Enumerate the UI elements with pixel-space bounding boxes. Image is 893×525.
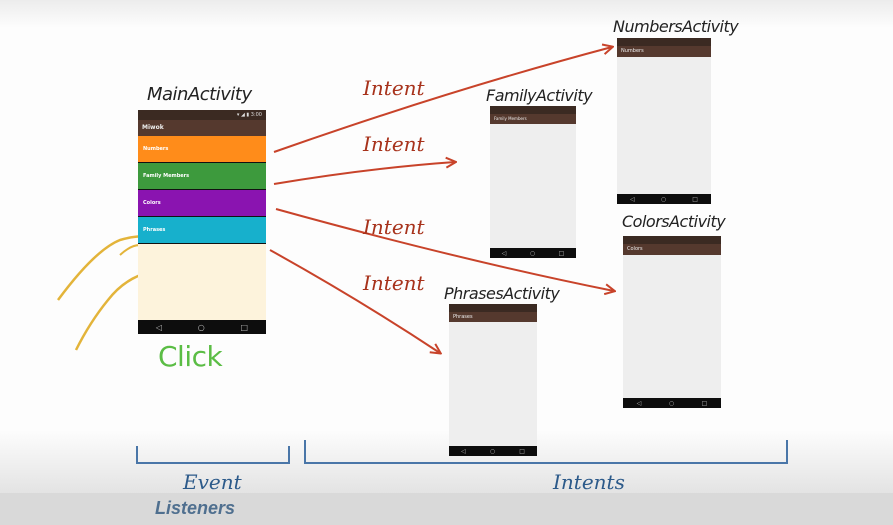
phrases-nav-bar: ◁ ○ □ (449, 446, 537, 456)
colors-phone: Colors ◁ ○ □ (623, 236, 721, 408)
back-icon[interactable]: ◁ (636, 399, 642, 407)
family-status-bar (490, 106, 576, 114)
list-item-colors[interactable]: Colors (138, 190, 266, 216)
intents-bracket (304, 440, 788, 464)
phrases-status-bar (449, 304, 537, 312)
colors-app-bar: Colors (623, 244, 721, 255)
family-app-bar: Family Members (490, 114, 576, 124)
recents-icon[interactable]: □ (519, 447, 525, 455)
intent-label-family: Intent (363, 132, 425, 156)
back-icon[interactable]: ◁ (461, 447, 466, 455)
family-nav-bar: ◁ ○ □ (490, 248, 576, 258)
intents-label: Intents (553, 470, 625, 494)
numbers-activity-title: NumbersActivity (613, 17, 739, 36)
main-activity-title: MainActivity (147, 84, 252, 105)
list-item-phrases[interactable]: Phrases (138, 217, 266, 243)
family-activity-title: FamilyActivity (486, 86, 593, 105)
phrases-phone: Phrases ◁ ○ □ (449, 304, 537, 456)
numbers-phone: Numbers ◁ ○ □ (617, 38, 711, 204)
home-icon[interactable]: ○ (197, 322, 205, 332)
colors-activity-title: ColorsActivity (622, 212, 726, 231)
arrow-to-colors (275, 208, 614, 291)
listeners-caption: Listeners (155, 498, 236, 518)
main-app-bar: Miwok (138, 120, 266, 136)
top-gradient (0, 0, 893, 28)
recents-icon[interactable]: □ (692, 195, 698, 203)
back-icon[interactable]: ◁ (630, 195, 635, 203)
intent-label-phrases: Intent (363, 271, 425, 295)
numbers-screen (617, 57, 711, 194)
phrases-screen (449, 322, 537, 446)
event-bracket (136, 446, 290, 464)
intent-label-colors: Intent (363, 215, 425, 239)
arrow-to-numbers (273, 47, 612, 153)
phrases-app-bar: Phrases (449, 312, 537, 322)
phrases-activity-title: PhrasesActivity (444, 284, 560, 303)
colors-status-bar (623, 236, 721, 244)
recents-icon[interactable]: □ (558, 249, 565, 257)
event-label: Event (183, 470, 242, 494)
colors-screen (623, 255, 721, 398)
main-nav-bar: ◁ ○ □ (138, 320, 266, 334)
recents-icon[interactable]: □ (240, 322, 249, 332)
main-phone: ▾ ◢ ▮ 3:00 Miwok Numbers Family Members … (138, 110, 266, 334)
home-icon[interactable]: ○ (668, 399, 675, 407)
arrow-to-family (273, 162, 455, 185)
numbers-app-bar: Numbers (617, 46, 711, 57)
click-label: Click (158, 340, 223, 373)
numbers-nav-bar: ◁ ○ □ (617, 194, 711, 204)
recents-icon[interactable]: □ (701, 399, 708, 407)
numbers-status-bar (617, 38, 711, 46)
home-icon[interactable]: ○ (660, 195, 667, 203)
family-phone: Family Members ◁ ○ □ (490, 106, 576, 258)
back-icon[interactable]: ◁ (501, 249, 507, 257)
home-icon[interactable]: ○ (489, 447, 496, 455)
main-status-bar: ▾ ◢ ▮ 3:00 (138, 110, 266, 120)
caption-bar (0, 493, 893, 525)
intent-label-numbers: Intent (363, 76, 425, 100)
family-screen (490, 124, 576, 248)
main-empty-area (138, 244, 266, 320)
list-item-numbers[interactable]: Numbers (138, 136, 266, 162)
back-icon[interactable]: ◁ (155, 322, 163, 332)
list-item-family[interactable]: Family Members (138, 163, 266, 189)
arrow-to-phrases (269, 249, 440, 353)
home-icon[interactable]: ○ (529, 249, 536, 257)
colors-nav-bar: ◁ ○ □ (623, 398, 721, 408)
